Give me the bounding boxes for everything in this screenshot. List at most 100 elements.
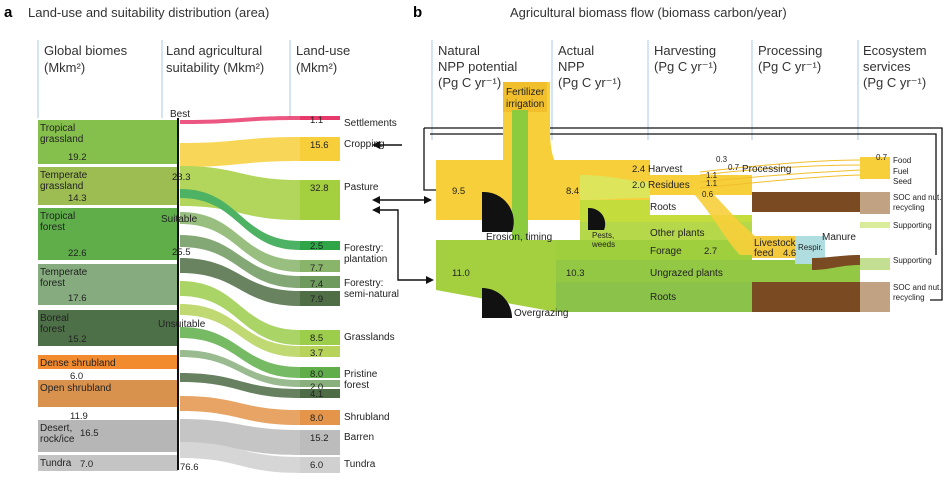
feed-value: 4.6 xyxy=(783,248,796,259)
feedback-loop-line xyxy=(424,127,943,301)
landuse-value: 15.2 xyxy=(310,433,329,444)
natural-bottom-value: 11.0 xyxy=(452,268,470,279)
crop-roots-flow xyxy=(580,200,752,225)
value-1-1a: 1.1 xyxy=(706,171,718,180)
biome-value: 19.2 xyxy=(68,152,87,163)
landuse-label: Grasslands xyxy=(344,332,395,343)
soc-service-block-2 xyxy=(860,282,890,312)
harvest-value: 2.4 xyxy=(632,164,645,175)
landuse-label: Pristine xyxy=(344,369,378,380)
biome-bar xyxy=(38,380,178,407)
sankey-ribbon xyxy=(180,137,300,167)
erosion-label: Erosion, timing xyxy=(486,232,552,243)
biome-bar xyxy=(38,264,178,305)
landuse-value: 8.0 xyxy=(310,413,323,424)
panel-b: b Agricultural biomass flow (biomass car… xyxy=(372,4,943,319)
forage-value: 2.7 xyxy=(704,246,717,257)
respiration-label: Respir. xyxy=(798,243,823,252)
actual-bottom-value: 10.3 xyxy=(566,268,585,279)
biome-value: 22.6 xyxy=(68,248,87,259)
grass-link xyxy=(436,240,556,312)
biome-value: 14.3 xyxy=(68,193,87,204)
service-soc-2a: SOC and nut. xyxy=(893,283,941,292)
livestock-label-2: feed xyxy=(754,248,773,259)
header-processing-2: (Pg C yr⁻¹) xyxy=(758,59,821,74)
header-ecosystem-2: services xyxy=(863,59,911,74)
landuse-label: Barren xyxy=(344,432,374,443)
header-biomes-1: Global biomes xyxy=(44,43,128,58)
landuse-label: Pasture xyxy=(344,182,379,193)
biome-name: forest xyxy=(40,222,65,233)
header-natural-1: Natural xyxy=(438,43,480,58)
biome-name: Tropical xyxy=(40,211,75,222)
biome-name: Dense shrubland xyxy=(40,358,116,369)
biome-value: 7.0 xyxy=(80,459,93,470)
processing-label: Processing xyxy=(742,164,791,175)
biome-bar xyxy=(38,420,178,452)
residues-label: Residues xyxy=(648,180,690,191)
landuse-bar xyxy=(300,410,340,425)
biome-value: 17.6 xyxy=(68,293,87,304)
landuse-bar xyxy=(300,330,340,345)
sankey-ribbon xyxy=(180,350,300,387)
biome-name: Open shrubland xyxy=(40,383,111,394)
landuse-bar xyxy=(300,457,340,473)
pests-label-1: Pests, xyxy=(592,231,614,240)
landuse-bar xyxy=(300,346,340,357)
sankey-ribbon xyxy=(180,373,300,398)
suitability-value-3: 76.6 xyxy=(180,462,199,473)
biome-name: forest xyxy=(40,278,65,289)
supporting-service-block-2 xyxy=(860,258,890,270)
landuse-value: 15.6 xyxy=(310,140,329,151)
header-suitability-2: suitability (Mkm²) xyxy=(166,60,264,75)
landuse-bar xyxy=(300,241,340,250)
irrigation-green-band xyxy=(512,110,528,240)
manure-flow xyxy=(812,255,860,270)
forage-flow xyxy=(556,240,752,260)
sankey-ribbon xyxy=(180,281,300,345)
sankey-ribbon xyxy=(180,258,300,306)
biome-bar xyxy=(38,120,178,164)
landuse-label: Forestry: xyxy=(344,243,383,254)
header-actual-1: Actual xyxy=(558,43,594,58)
biome-name: forest xyxy=(40,324,65,335)
service-supporting-2: Supporting xyxy=(893,256,932,265)
overgrazing-label: Overgrazing xyxy=(514,308,568,319)
food-service-block xyxy=(860,157,890,179)
forage-label: Forage xyxy=(650,246,682,257)
harvest-label: Harvest xyxy=(648,164,683,175)
header-harvesting-1: Harvesting xyxy=(654,43,716,58)
sankey-ribbon xyxy=(180,396,300,425)
landuse-label: plantation xyxy=(344,254,387,265)
service-soc-1a: SOC and nut. xyxy=(893,193,941,202)
suitability-suitable: Suitable xyxy=(161,214,198,225)
header-harvesting-2: (Pg C yr⁻¹) xyxy=(654,59,717,74)
landuse-label: Tundra xyxy=(344,459,376,470)
food-value: 0.7 xyxy=(876,153,888,162)
suitability-unsuitable: Unsuitable xyxy=(158,319,206,330)
roots-label-2: Roots xyxy=(650,292,676,303)
panel-a-title: Land-use and suitability distribution (a… xyxy=(28,5,269,20)
landuse-value: 7.7 xyxy=(310,263,323,274)
header-processing-1: Processing xyxy=(758,43,822,58)
header-actual-3: (Pg C yr⁻¹) xyxy=(558,75,621,90)
sankey-ribbon xyxy=(180,116,300,124)
landuse-value: 8.0 xyxy=(310,369,323,380)
cross-panel-arrows xyxy=(372,141,434,284)
biome-bar xyxy=(38,355,178,369)
roots-label-1: Roots xyxy=(650,202,676,213)
landuse-value: 32.8 xyxy=(310,183,329,194)
feed-flow xyxy=(690,180,760,255)
livestock-label-1: Livestock xyxy=(754,238,797,249)
soc-service-block xyxy=(860,192,890,214)
header-natural-2: NPP potential xyxy=(438,59,517,74)
service-food: Food xyxy=(893,156,911,165)
landuse-label: Settlements xyxy=(344,118,397,129)
biome-bar xyxy=(38,455,178,471)
sankey-ribbon xyxy=(180,235,300,288)
biome-value: 11.9 xyxy=(70,411,88,422)
landuse-value: 7.4 xyxy=(310,279,323,290)
landuse-bar xyxy=(300,380,340,387)
ungrazed-label: Ungrazed plants xyxy=(650,268,723,279)
